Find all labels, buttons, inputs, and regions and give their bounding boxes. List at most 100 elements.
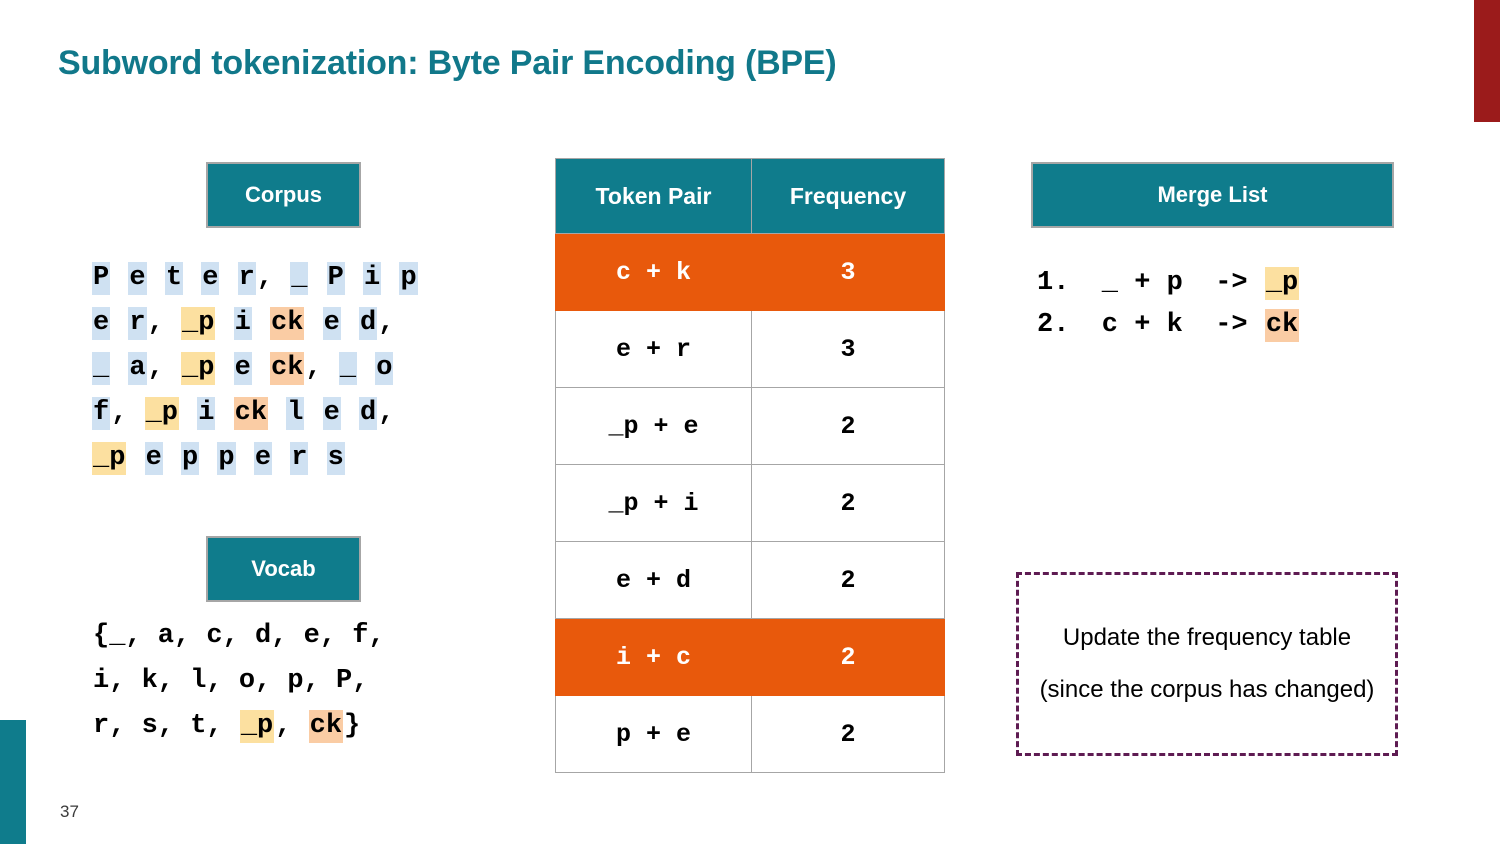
highlighted-token: _p: [181, 307, 216, 340]
merge-list-item-2: 2. c + k -> ck: [1036, 304, 1300, 346]
text-segment: ,: [111, 398, 144, 428]
highlighted-token: _p: [92, 442, 127, 475]
highlighted-token: d: [359, 397, 378, 430]
highlighted-token: _p: [1264, 267, 1300, 300]
highlighted-token: i: [233, 307, 252, 340]
highlighted-token: e: [92, 307, 111, 340]
text-segment: [381, 262, 399, 295]
text-segment: [308, 442, 326, 475]
highlighted-token: p: [399, 262, 418, 295]
highlighted-token: r: [128, 307, 147, 340]
highlighted-token: l: [286, 397, 305, 430]
text-segment: [199, 442, 217, 475]
text-segment: ,: [147, 308, 181, 338]
highlighted-token: s: [326, 442, 345, 475]
text-segment: [272, 442, 290, 475]
merge-list-caption-label: Merge List: [1157, 182, 1268, 207]
vocab-caption-label: Vocab: [251, 556, 316, 581]
text-segment: [147, 262, 165, 295]
merge-list-caption-box: Merge List: [1031, 162, 1394, 228]
text-segment: {_, a, c, d, e, f,: [93, 621, 385, 651]
text-segment: [215, 307, 233, 340]
cell-frequency: 3: [751, 310, 945, 388]
vocab-token-block: {_, a, c, d, e, f, i, k, l, o, p, P, r, s,…: [92, 614, 386, 749]
merge-list-item-1: 1. _ + p -> _p: [1036, 262, 1300, 304]
highlighted-token: e: [322, 307, 341, 340]
callout-text: Update the frequency table (since the co…: [1039, 624, 1375, 703]
highlighted-token: p: [217, 442, 236, 475]
vocab-caption-box: Vocab: [206, 536, 361, 602]
text-segment: [163, 442, 181, 475]
cell-frequency: 2: [751, 387, 945, 465]
cell-token-pair: e + d: [555, 541, 752, 619]
text-segment: [308, 262, 326, 295]
text-segment: ,: [275, 711, 308, 741]
highlighted-token: _p: [144, 397, 180, 430]
cell-token-pair: p + e: [555, 695, 752, 773]
highlighted-token: o: [375, 352, 394, 385]
text-segment: [110, 352, 128, 385]
text-segment: [252, 307, 270, 340]
highlighted-token: e: [128, 262, 147, 295]
cell-frequency: 2: [751, 464, 945, 542]
corpus-line-2: e r, _p i ck e d,: [92, 301, 418, 346]
vocab-line-1: {_, a, c, d, e, f,: [92, 614, 386, 659]
highlighted-token: ck: [270, 307, 305, 340]
cell-frequency: 2: [751, 695, 945, 773]
cell-token-pair: _p + e: [555, 387, 752, 465]
highlighted-token: e: [201, 262, 220, 295]
page-title: Subword tokenization: Byte Pair Encoding…: [58, 44, 837, 82]
text-segment: [341, 397, 359, 430]
cell-frequency: 3: [751, 233, 945, 311]
cell-token-pair: _p + i: [555, 464, 752, 542]
text-segment: [110, 262, 128, 295]
highlighted-token: _p: [239, 710, 275, 743]
highlighted-token: ck: [270, 352, 305, 385]
text-segment: [252, 352, 270, 385]
text-segment: ,: [256, 263, 290, 293]
highlighted-token: _: [338, 352, 358, 385]
text-segment: ,: [305, 353, 338, 383]
vocab-line-3: r, s, t, _p, ck}: [92, 704, 386, 749]
highlighted-token: e: [144, 442, 163, 475]
text-segment: 2. c + k ->: [1037, 310, 1264, 340]
highlighted-token: e: [322, 397, 341, 430]
corpus-caption-box: Corpus: [206, 162, 361, 228]
highlighted-token: ck: [1264, 309, 1300, 342]
cell-token-pair: c + k: [555, 233, 752, 311]
column-header-token-pair: Token Pair: [555, 158, 752, 234]
corpus-line-3: _ a, _p e ck, _ o: [92, 346, 418, 391]
highlighted-token: t: [164, 262, 184, 295]
highlighted-token: d: [359, 307, 378, 340]
top-right-accent-bar: [1474, 0, 1500, 122]
text-segment: [345, 262, 363, 295]
text-segment: r, s, t,: [93, 711, 239, 741]
corpus-line-4: f, _p i ck l e d,: [92, 391, 418, 436]
cell-frequency: 2: [751, 618, 945, 696]
highlighted-token: e: [233, 352, 252, 385]
text-segment: i, k, l, o, p, P,: [93, 666, 369, 696]
corpus-line-1: P e t e r, _ P i p: [92, 256, 418, 301]
highlighted-token: i: [363, 262, 382, 295]
corpus-caption-label: Corpus: [245, 182, 322, 207]
highlighted-token: i: [197, 397, 216, 430]
text-segment: ,: [378, 308, 395, 338]
column-header-frequency: Frequency: [751, 158, 945, 234]
table-header-row: Token Pair Frequency: [555, 158, 945, 234]
text-segment: 1. _ + p ->: [1037, 268, 1264, 298]
text-segment: }: [344, 711, 361, 741]
highlighted-token: P: [326, 262, 345, 295]
text-segment: [215, 397, 233, 430]
highlighted-token: _: [290, 262, 309, 295]
cell-token-pair: i + c: [555, 618, 752, 696]
